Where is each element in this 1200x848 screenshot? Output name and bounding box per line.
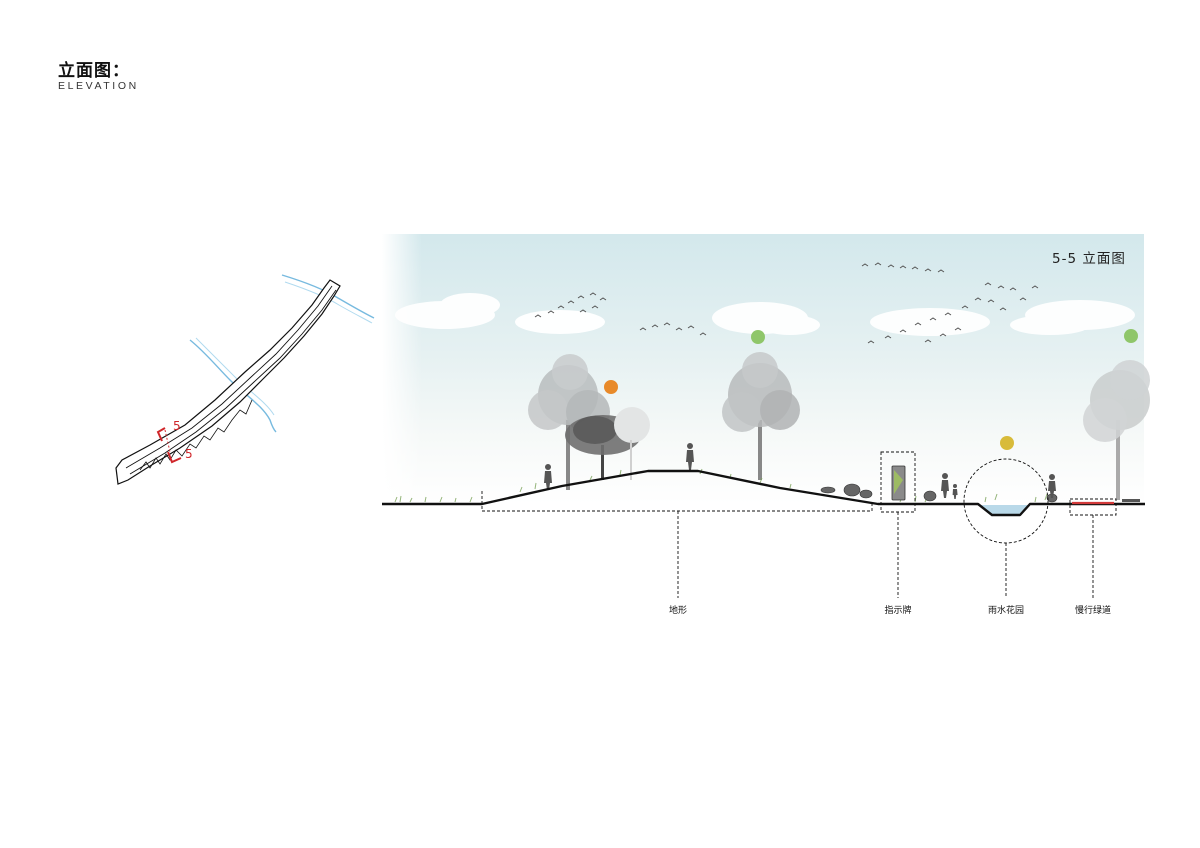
tree-left-faint (614, 407, 650, 480)
river-lower-2 (195, 337, 275, 416)
person-child-right (952, 484, 958, 499)
bird-flock (534, 262, 1039, 344)
callout-label-terrain: 地形 (668, 606, 688, 616)
key-plan (115, 274, 375, 485)
section-marker-label-a: 5 (173, 419, 181, 433)
ground-profile (382, 469, 1145, 517)
callouts (481, 451, 1117, 598)
section-marker-top (156, 427, 166, 442)
river-upper-2 (284, 281, 373, 324)
river-upper (281, 274, 375, 319)
person-hilltop (686, 443, 694, 470)
sign-board (891, 465, 906, 501)
park-inner-line-2 (129, 289, 337, 475)
people (544, 443, 1056, 499)
callout-box-terrain (481, 491, 873, 512)
dot-green-right (1124, 329, 1138, 343)
page-title: 立面图： (58, 61, 130, 81)
tree-middle (722, 352, 800, 480)
rocks (820, 483, 1058, 503)
bench (1122, 499, 1140, 502)
section-marker-label-b: 5 (185, 447, 193, 461)
dot-orange (604, 380, 618, 394)
sky-fade (382, 234, 422, 504)
dot-yellow (1000, 436, 1014, 450)
section-title: 5-5 立面图 (1052, 251, 1126, 267)
callout-label-greenway: 慢行绿道 (1074, 606, 1112, 616)
park-outline (115, 279, 341, 485)
park-edge-zigzag (139, 399, 253, 471)
person-photographer (1048, 474, 1056, 498)
tree-right (1083, 360, 1150, 500)
elevation-panel (382, 234, 1150, 598)
callout-label-sign: 指示牌 (884, 606, 912, 616)
park-inner-line (125, 285, 333, 469)
person-adult-right (941, 473, 949, 498)
page-subtitle: ELEVATION (58, 80, 139, 92)
section-marker-bottom (167, 451, 182, 464)
river-lower (189, 339, 277, 433)
dot-green-mid (751, 330, 765, 344)
callout-label-raingarden: 雨水花园 (987, 606, 1025, 616)
person-walker-left (544, 464, 552, 490)
